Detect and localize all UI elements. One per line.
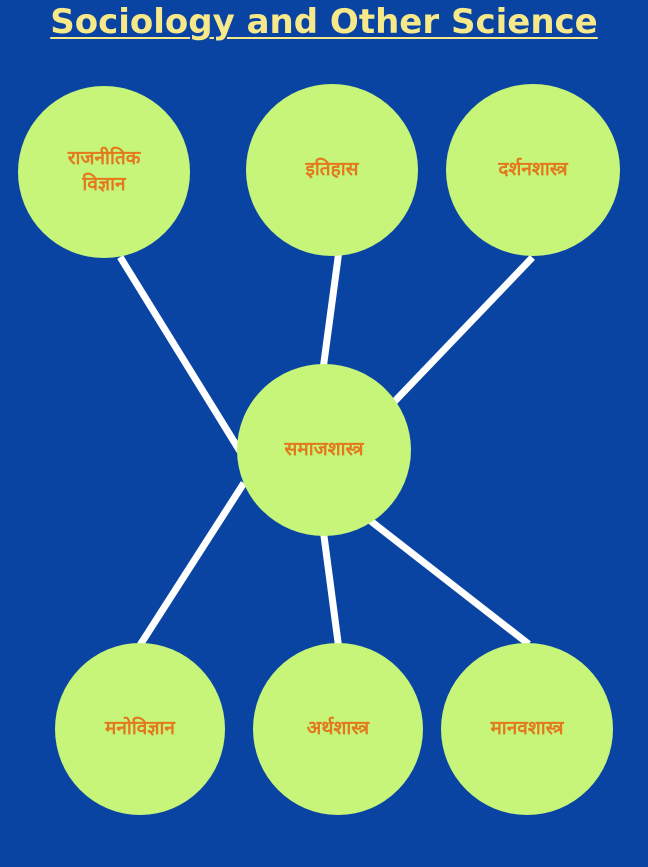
node-label: समाजशास्त्र — [284, 438, 364, 461]
edge-history — [320, 254, 342, 366]
node-sociology-center: समाजशास्त्र — [237, 364, 411, 536]
node-anthropology: मानवशास्त्र — [441, 643, 613, 815]
edge-political-science — [117, 255, 243, 453]
diagram-title: Sociology and Other Science — [50, 2, 598, 42]
node-philosophy: दर्शनशास्त्र — [446, 84, 620, 256]
node-label: मनोविज्ञान — [105, 717, 175, 740]
edge-psychology — [137, 481, 247, 647]
node-label: राजनीतिक विज्ञान — [67, 147, 141, 195]
node-label: दर्शनशास्त्र — [498, 158, 568, 181]
node-political-science: राजनीतिक विज्ञान — [18, 86, 190, 258]
node-label: अर्थशास्त्र — [306, 717, 370, 740]
edge-philosophy — [389, 255, 535, 407]
node-label: मानवशास्त्र — [490, 717, 564, 740]
node-psychology: मनोविज्ञान — [55, 643, 225, 815]
node-label: इतिहास — [305, 158, 359, 181]
edge-economics — [320, 532, 342, 646]
edge-anthropology — [367, 517, 531, 647]
node-history: इतिहास — [246, 84, 418, 256]
node-economics: अर्थशास्त्र — [253, 643, 423, 815]
